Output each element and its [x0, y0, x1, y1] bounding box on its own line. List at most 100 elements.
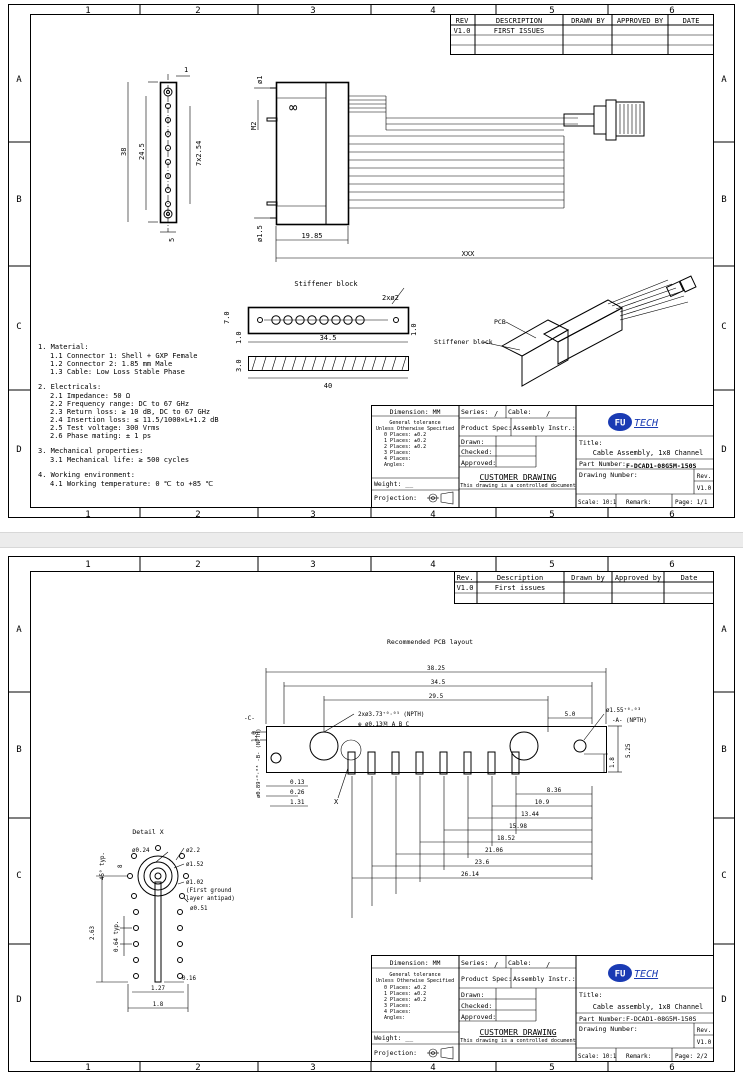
tb-tolerance: 1 Places: ±0.2 [384, 438, 426, 444]
col-label: 3 [310, 560, 315, 570]
tb-series: Series: [461, 959, 488, 967]
tb-scale: Scale: 10:1 [578, 1054, 617, 1060]
dim-label: 19.85 [301, 232, 322, 240]
dim-label: 0.13 [290, 779, 305, 786]
rev-cell: First issues [495, 584, 546, 592]
tb-series-value: / [494, 410, 498, 418]
col-label: 5 [549, 6, 554, 16]
datum-c: -C- [244, 715, 255, 722]
tb-dimension: Dimension: MM [390, 959, 441, 967]
callout-phi155: ø1.55⁺⁰·⁰³ [606, 707, 641, 714]
tb-part-value: F-DCAD1-08G5M-150S [626, 462, 697, 470]
dim-label: (First ground [186, 888, 231, 894]
rev-header: DESCRIPTION [496, 17, 542, 25]
callout-npth-a: -A- (NPTH) [612, 718, 647, 724]
dim-label: 5.0 [565, 711, 576, 718]
col-label: 2 [195, 6, 200, 16]
dim-label: 38 [120, 148, 128, 156]
dim-label: ø0.51 [190, 906, 208, 912]
col-label: 6 [669, 6, 674, 16]
tb-rev-value: V1.0 [697, 1039, 712, 1046]
note-line: 1. Material: [38, 343, 89, 351]
tb-tolerance: 2 Places: ±0.2 [384, 997, 426, 1003]
revision-table: Rev. Description Drawn by Approved by Da… [454, 571, 714, 604]
row-label: D [721, 995, 726, 1005]
dim-label: XXX [462, 250, 475, 258]
connector-front-view: 1 38 24.5 7x2.54 5 [120, 66, 203, 242]
sheet-separator [0, 532, 743, 548]
rev-header: Date [681, 574, 698, 582]
tb-controlled: This drawing is a controlled document [460, 483, 576, 489]
col-label: 2 [195, 560, 200, 570]
callout-npth: 2xø3.73⁺⁰·⁰⁵ (NPTH) [358, 711, 424, 718]
tb-tolerance: General tolerance [389, 972, 440, 978]
col-label: 1 [85, 1063, 90, 1072]
detail-x-view: Detail X [90, 828, 235, 1012]
row-label: B [16, 195, 21, 205]
tb-tolerance: General tolerance [389, 420, 440, 426]
row-label: A [721, 75, 727, 85]
row-label: C [16, 871, 21, 881]
drawing-sheet-2: 1 2 3 4 5 6 1 2 3 4 5 6 A B C D A B C D … [8, 556, 735, 1072]
tb-weight: Weight: __ [374, 480, 413, 488]
title-block: Dimension: MM General tolerance Unless O… [371, 405, 714, 508]
row-label: A [721, 625, 727, 635]
dim-label: 1.8 [153, 1002, 164, 1008]
title-block: Dimension: MM General tolerance Unless O… [371, 955, 714, 1062]
dim-label: 8 [118, 864, 124, 868]
rev-header: Approved by [615, 574, 661, 582]
rev-cell: V1.0 [454, 27, 471, 35]
dim-label: 29.5 [429, 693, 444, 700]
dim-label: 34.5 [320, 334, 337, 342]
note-line: 2.2 Frequency range: DC to 67 GHz [50, 400, 189, 408]
tb-tolerance: 4 Places: [384, 1009, 411, 1015]
revision-table: REV DESCRIPTION DRAWN BY APPROVED BY DAT… [450, 14, 714, 55]
dim-label: 1.0 [410, 323, 418, 336]
row-label: D [721, 445, 726, 455]
col-label: 6 [669, 510, 674, 518]
note-line: 2.5 Test voltage: 300 Vrms [50, 424, 160, 432]
tb-product-spec: Product Spec: [461, 975, 512, 983]
tb-controlled: This drawing is a controlled document [460, 1038, 576, 1044]
tb-approved: Approved: [461, 1013, 496, 1021]
dim-label: 23.6 [475, 859, 490, 866]
tb-drawing-number: Drawing Number: [579, 1025, 638, 1033]
tb-drawing-number: Drawing Number: [579, 471, 638, 479]
dim-label: 3.0 [235, 359, 243, 372]
row-label: C [16, 322, 21, 332]
tb-scale: Scale: 10:1 [578, 500, 617, 506]
cable-assembly-side-view: ∞ ø1 M2 ø1.5 19.85 XXX [250, 76, 714, 262]
tb-weight: Weight: __ [374, 1034, 413, 1042]
dim-label: 5.25 [625, 743, 632, 758]
tb-product-spec: Product Spec: [461, 424, 512, 432]
sheet-1-canvas: 1 2 3 4 5 6 1 2 3 4 5 6 A B C D A B C D … [8, 4, 735, 518]
tb-checked: Checked: [461, 1002, 492, 1010]
note-line: 1.2 Connector 2: 1.85 mm Male [50, 360, 172, 368]
rev-header: Drawn by [571, 574, 605, 582]
rev-header: Rev. [457, 574, 474, 582]
pcb-layout-view: Recommended PCB layout [244, 638, 647, 918]
dim-label: 24.5 [138, 143, 146, 160]
tb-approved: Approved: [461, 459, 496, 467]
note-line: 4.1 Working temperature: 0 ℃ to +85 ℃ [50, 480, 213, 488]
rev-header: REV [456, 17, 469, 25]
rev-cell: FIRST ISSUES [494, 27, 545, 35]
tb-tolerance: 3 Places: [384, 1003, 411, 1009]
col-label: 5 [549, 510, 554, 518]
rev-header: DATE [683, 17, 700, 25]
tb-tolerance: 1 Places: ±0.2 [384, 991, 426, 997]
dim-label: 45° typ. [100, 852, 106, 880]
logo-fu: FU [615, 419, 626, 429]
dim-label: 7.0 [223, 311, 231, 324]
dim-label: 21.06 [485, 847, 503, 854]
connector-marker: ∞ [289, 100, 298, 116]
note-line: 2. Electricals: [38, 383, 101, 391]
tb-tolerance: Unless Otherwise Specified [376, 426, 454, 432]
sheet-2-canvas: 1 2 3 4 5 6 1 2 3 4 5 6 A B C D A B C D … [8, 556, 735, 1072]
note-line: 2.3 Return loss: ≥ 10 dB, DC to 67 GHz [50, 408, 210, 416]
tb-checked: Checked: [461, 448, 492, 456]
col-label: 3 [310, 6, 315, 16]
tb-part-value: F-DCAD1-08G5M-150S [626, 1015, 697, 1023]
tb-part-label: Part Number: [579, 1015, 626, 1023]
pcb-isometric-view: PCB Stiffener block [434, 275, 697, 387]
